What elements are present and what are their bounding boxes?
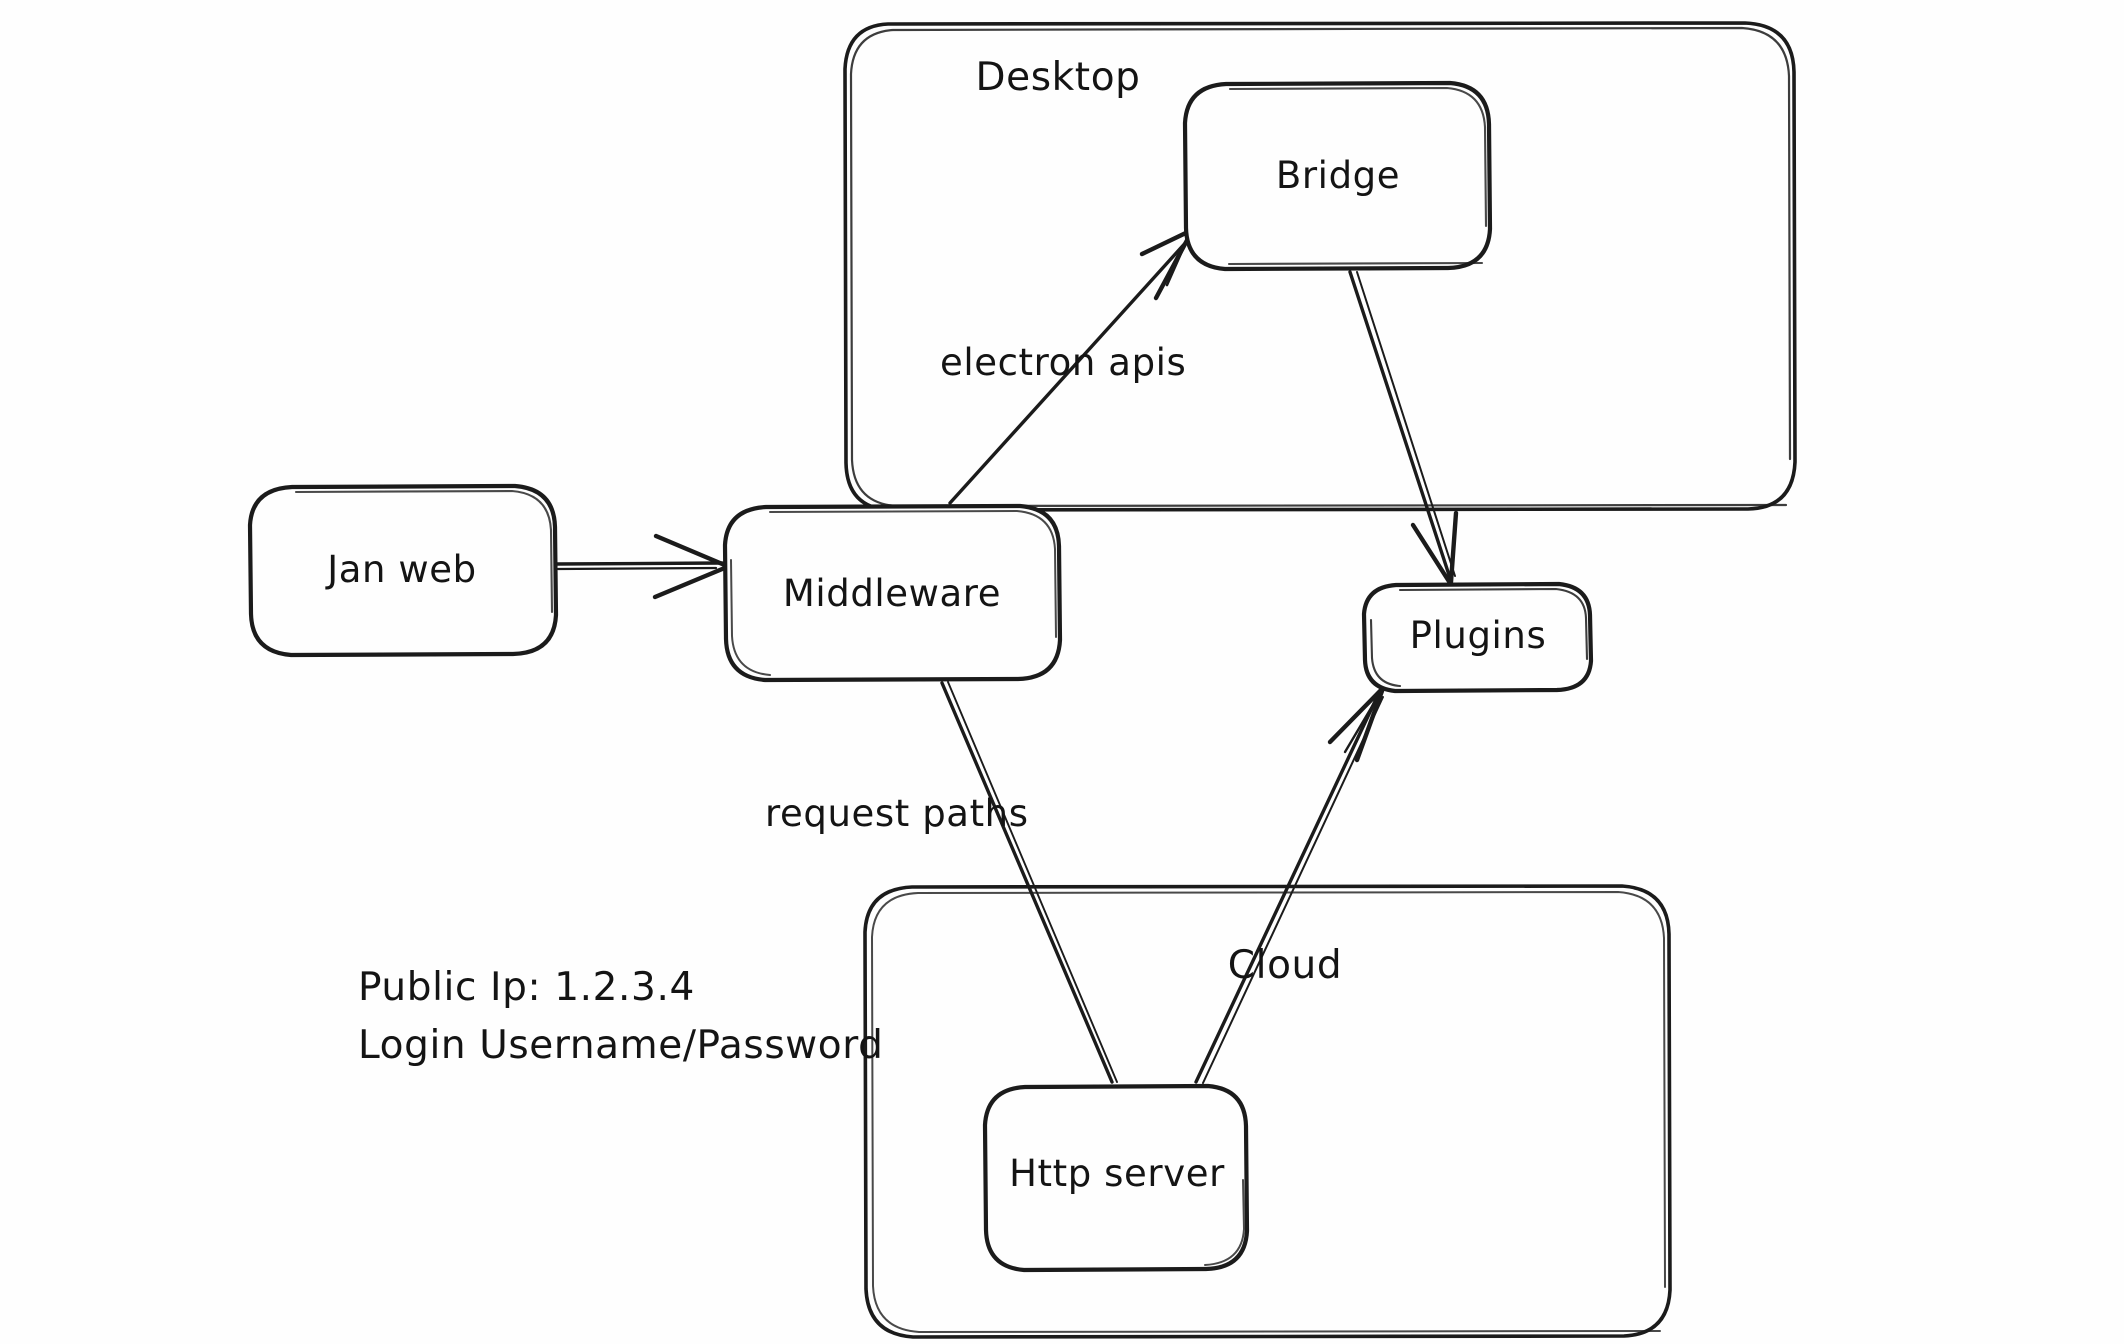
note-login-credentials: Login Username/Password	[358, 1023, 884, 1068]
node-jan-web[interactable]	[247, 483, 559, 658]
node-plugins[interactable]	[1361, 581, 1594, 694]
group-label-desktop: Desktop	[975, 55, 1140, 100]
node-middleware[interactable]	[722, 503, 1063, 683]
edge-http-server-to-middleware	[940, 681, 1118, 1084]
node-bridge[interactable]	[1182, 80, 1493, 272]
group-label-cloud: Cloud	[1228, 943, 1342, 988]
node-label-jan-web: Jan web	[325, 548, 477, 591]
note-public-ip: Public Ip: 1.2.3.4	[358, 965, 695, 1010]
edge-http-server-to-plugins	[1194, 687, 1385, 1084]
node-label-plugins: Plugins	[1410, 614, 1547, 657]
node-label-bridge: Bridge	[1276, 154, 1400, 197]
node-http-server[interactable]	[982, 1083, 1250, 1273]
group-desktop	[843, 21, 1797, 512]
edge-bridge-to-plugins	[1348, 270, 1459, 586]
edge-label-request-paths: request paths	[765, 792, 1029, 835]
edge-jan-web-to-middleware	[554, 533, 730, 600]
node-label-http-server: Http server	[1009, 1152, 1225, 1195]
group-cloud	[863, 884, 1672, 1339]
edge-label-electron-apis: electron apis	[940, 341, 1186, 384]
node-label-middleware: Middleware	[783, 572, 1001, 615]
